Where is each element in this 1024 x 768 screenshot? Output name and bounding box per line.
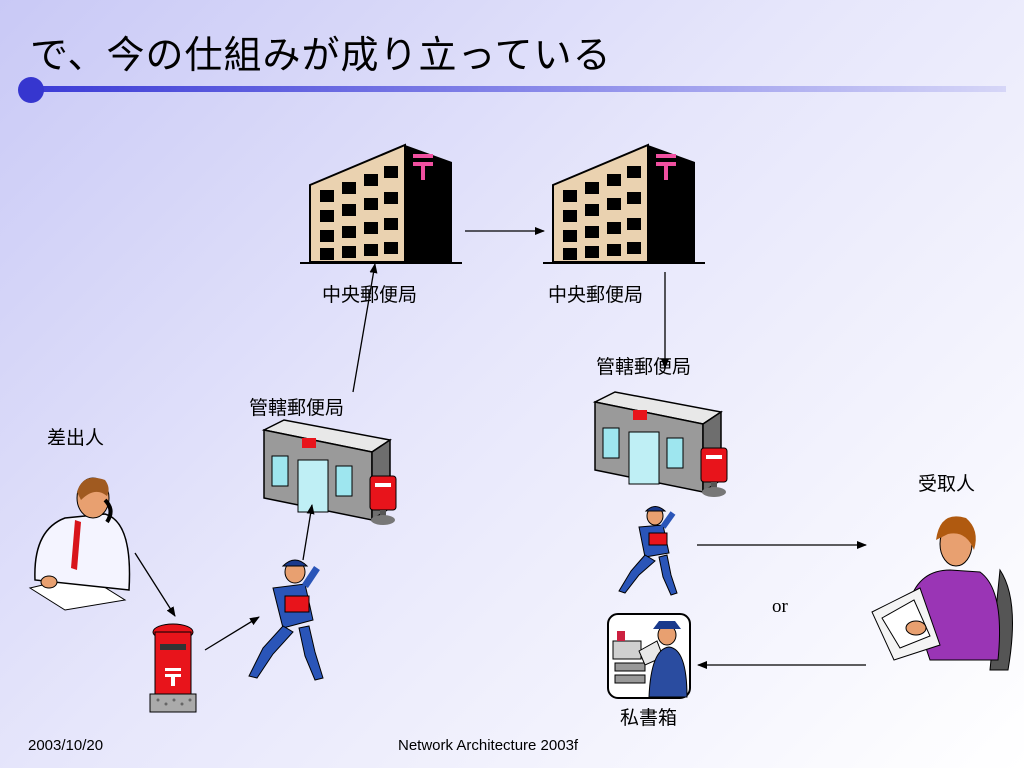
branch-office-label-sender: 管轄郵便局 xyxy=(249,397,345,419)
red-mailbox-icon xyxy=(149,623,197,713)
slide-title: で、今の仕組みが成り立っている xyxy=(30,33,612,77)
mail-carrier-running-icon-2 xyxy=(618,506,678,596)
sender-label: 差出人 xyxy=(47,427,105,449)
arrow-mailbox-to-carrier xyxy=(204,616,260,651)
po-box-label: 私書箱 xyxy=(620,707,678,729)
central-office-label-1: 中央郵便局 xyxy=(322,284,418,306)
post-mark-icon xyxy=(656,154,676,180)
title-underline xyxy=(30,86,1006,92)
post-mark-icon xyxy=(413,154,433,180)
footer-course: Network Architecture 2003f xyxy=(398,737,579,754)
branch-office-label-receiver: 管轄郵便局 xyxy=(596,356,692,378)
arrow-carrier-to-branch xyxy=(302,504,315,561)
or-label: or xyxy=(772,596,788,617)
branch-post-office-sender xyxy=(261,419,397,525)
central-post-office-building-2 xyxy=(543,143,705,264)
red-mailbox-small-icon xyxy=(369,475,397,525)
po-box-icon xyxy=(607,613,691,699)
receiver-label: 受取人 xyxy=(918,473,976,495)
title-bullet-dot xyxy=(18,77,44,103)
arrow-branch-to-central xyxy=(352,263,378,393)
central-office-label-2: 中央郵便局 xyxy=(548,284,644,306)
arrow-sender-to-mailbox xyxy=(134,552,176,617)
red-mailbox-small-icon xyxy=(700,447,728,497)
central-post-office-building-1 xyxy=(300,143,462,264)
receiver-person-icon xyxy=(871,516,1013,671)
mail-carrier-running-icon-1 xyxy=(248,559,324,681)
sender-person-icon xyxy=(28,477,131,611)
branch-post-office-receiver xyxy=(592,391,728,497)
footer-date: 2003/10/20 xyxy=(28,737,104,754)
